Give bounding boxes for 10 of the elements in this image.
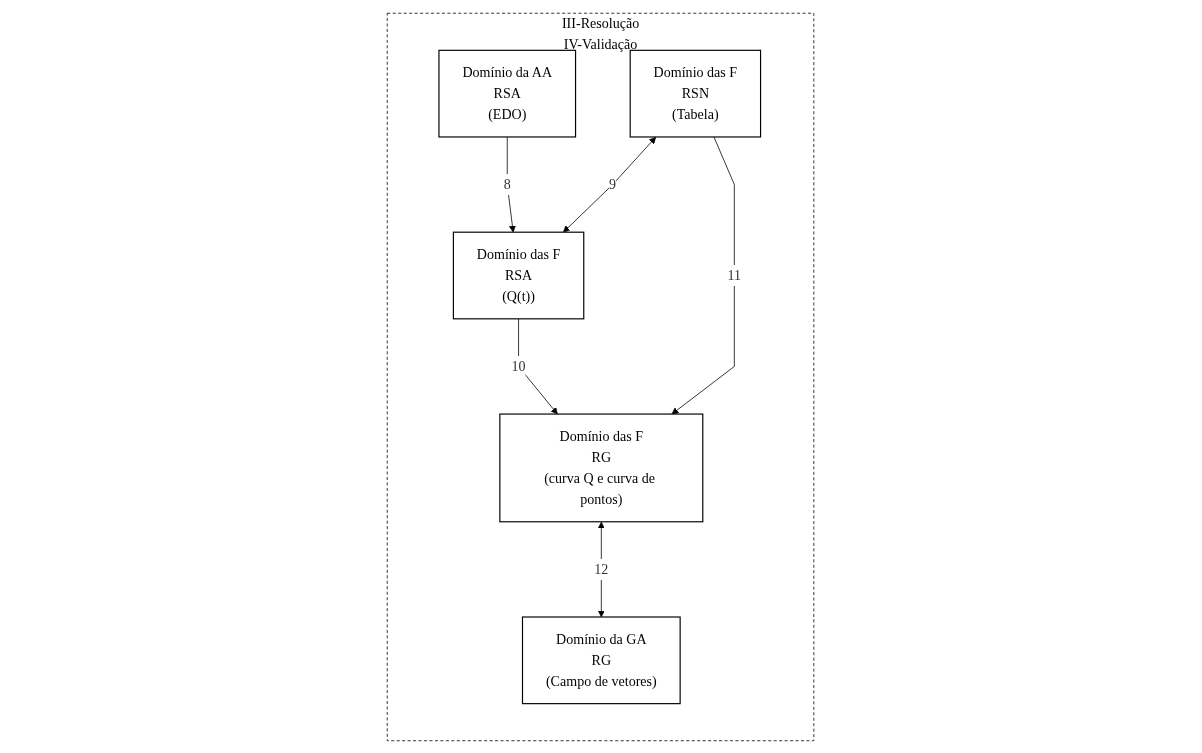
edge-label: 10 [512, 357, 527, 374]
edge-label: 8 [504, 175, 512, 192]
node-box: Domínio da GA RG (Campo de vetores) [522, 615, 682, 704]
edge-label: 12 [594, 560, 609, 577]
node-box: Domínio da AA RSA (EDO) [438, 49, 577, 138]
edge-label: 9 [609, 175, 617, 192]
edge-label: 11 [728, 266, 742, 283]
node-box: Domínio das F RG (curva Q e curva de pontos) [499, 413, 704, 522]
node-box: Domínio das F RSA (Q(t)) [453, 231, 585, 319]
node-box: Domínio das F RSN (Tabela) [630, 49, 762, 138]
